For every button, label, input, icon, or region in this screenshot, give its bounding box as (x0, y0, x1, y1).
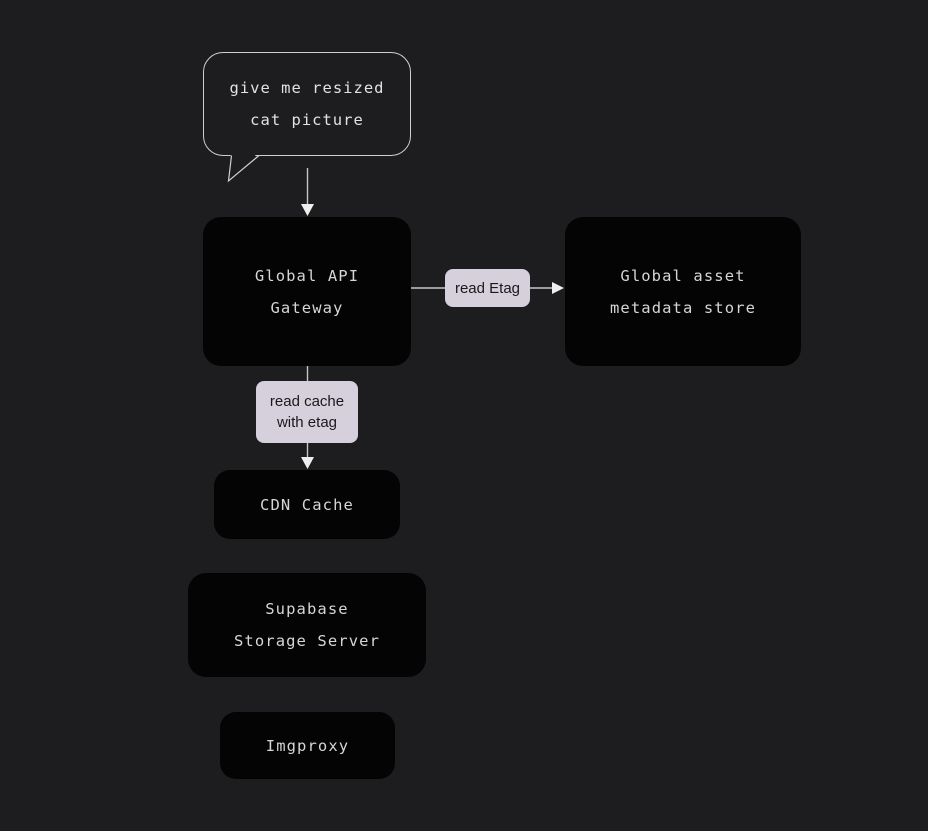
node-global-asset-metadata-store[interactable]: Global asset metadata store (565, 217, 801, 366)
arrowhead-down-icon (301, 204, 314, 216)
node-label: Global API Gateway (254, 266, 360, 317)
arrowhead-down-icon (301, 457, 314, 469)
node-global-api-gateway[interactable]: Global API Gateway (203, 217, 411, 366)
edge-label-read-cache-with-etag[interactable]: read cache with etag (256, 381, 358, 443)
edge-label-text: read cache with etag (269, 393, 345, 431)
node-label: CDN Cache (260, 495, 354, 514)
user-request-bubble[interactable]: give me resized cat picture (203, 52, 411, 156)
arrowhead-right-icon (552, 282, 564, 294)
user-request-text: give me resized cat picture (229, 79, 385, 129)
bubble-tail-outline (227, 155, 260, 183)
bubble-tail (228, 152, 259, 181)
edge-label-text: read Etag (454, 279, 521, 297)
node-imgproxy[interactable]: Imgproxy (220, 712, 395, 779)
node-label: Global asset metadata store (609, 266, 757, 317)
node-supabase-storage-server[interactable]: Supabase Storage Server (188, 573, 426, 677)
node-label: Supabase Storage Server (233, 600, 381, 650)
edge-label-read-etag[interactable]: read Etag (445, 269, 530, 307)
node-label: Imgproxy (265, 736, 350, 755)
node-cdn-cache[interactable]: CDN Cache (214, 470, 400, 539)
